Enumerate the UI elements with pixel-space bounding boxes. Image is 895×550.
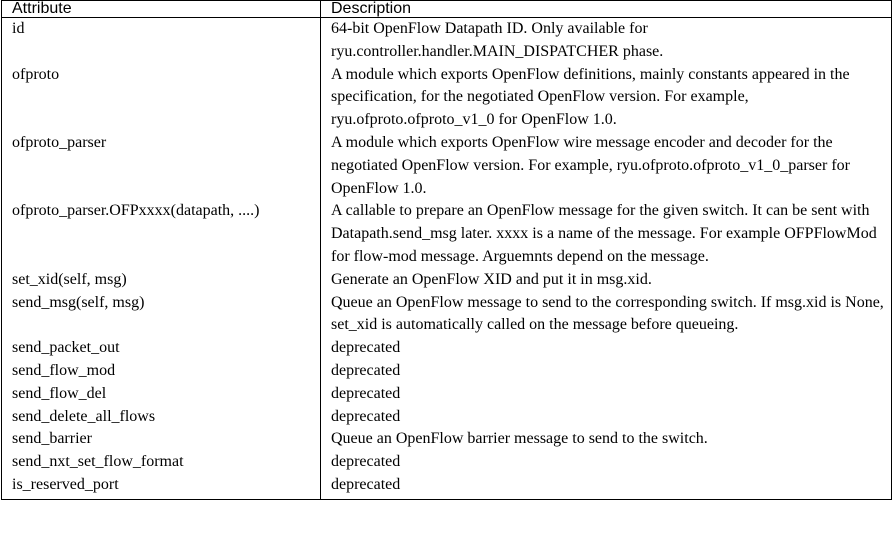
table-row: send_msg(self, msg)Queue an OpenFlow mes… [1, 291, 892, 338]
table-row: is_reserved_port deprecated [1, 473, 892, 500]
description-cell: deprecated [331, 361, 401, 379]
table-row: ofproto_parser.OFPxxxx(datapath, ....)A … [1, 200, 892, 269]
attribute-cell: send_delete_all_flows [1, 405, 321, 429]
description-cell: Generate an OpenFlow XID and put it in m… [331, 270, 652, 288]
attribute-cell: set_xid(self, msg) [1, 268, 321, 292]
attribute-cell: send_barrier [1, 428, 321, 452]
table-row: send_nxt_set_flow_format deprecated [1, 451, 892, 474]
description-cell: A callable to prepare an OpenFlow messag… [331, 202, 877, 265]
attribute-cell: send_msg(self, msg) [1, 291, 321, 338]
table-row: send_barrier Queue an OpenFlow barrier me… [1, 428, 892, 452]
attribute-cell: ofproto_parser [1, 131, 321, 201]
description-cell: A module which exports OpenFlow definiti… [331, 65, 850, 129]
attribute-cell: send_flow_del [1, 382, 321, 406]
attribute-cell: send_packet_out [1, 337, 321, 360]
table-row: send_flow_del deprecated [1, 382, 892, 406]
table-row: send_flow_mod deprecated [1, 359, 892, 383]
description-cell: deprecated [331, 384, 401, 402]
description-cell: Queue an OpenFlow barrier message to sen… [331, 430, 708, 448]
description-cell: deprecated [331, 407, 401, 425]
header-description: Description [320, 0, 892, 18]
description-cell: A module which exports OpenFlow wire mes… [331, 133, 850, 197]
table-row: send_packet_out deprecated [1, 337, 892, 360]
description-cell: Queue an OpenFlow message to send to the… [331, 293, 884, 334]
description-cell: deprecated [331, 453, 401, 471]
attribute-cell: send_flow_mod [1, 359, 321, 383]
table-row: set_xid(self, msg) Generate an OpenFlow X… [1, 268, 892, 292]
header-row: Attribute Description [1, 0, 892, 18]
attribute-cell: ofproto_parser.OFPxxxx(datapath, ....) [1, 200, 321, 269]
description-cell: 64-bit OpenFlow Datapath ID. Only availa… [331, 20, 664, 60]
header-attribute: Attribute [1, 0, 321, 18]
attribute-cell: ofproto [1, 63, 321, 132]
description-cell: deprecated [331, 475, 401, 493]
attribute-cell: is_reserved_port [1, 473, 321, 500]
table-row: send_delete_all_flows deprecated [1, 405, 892, 429]
attribute-cell: send_nxt_set_flow_format [1, 451, 321, 474]
description-cell: deprecated [331, 339, 401, 357]
attribute-cell: id [1, 17, 321, 64]
